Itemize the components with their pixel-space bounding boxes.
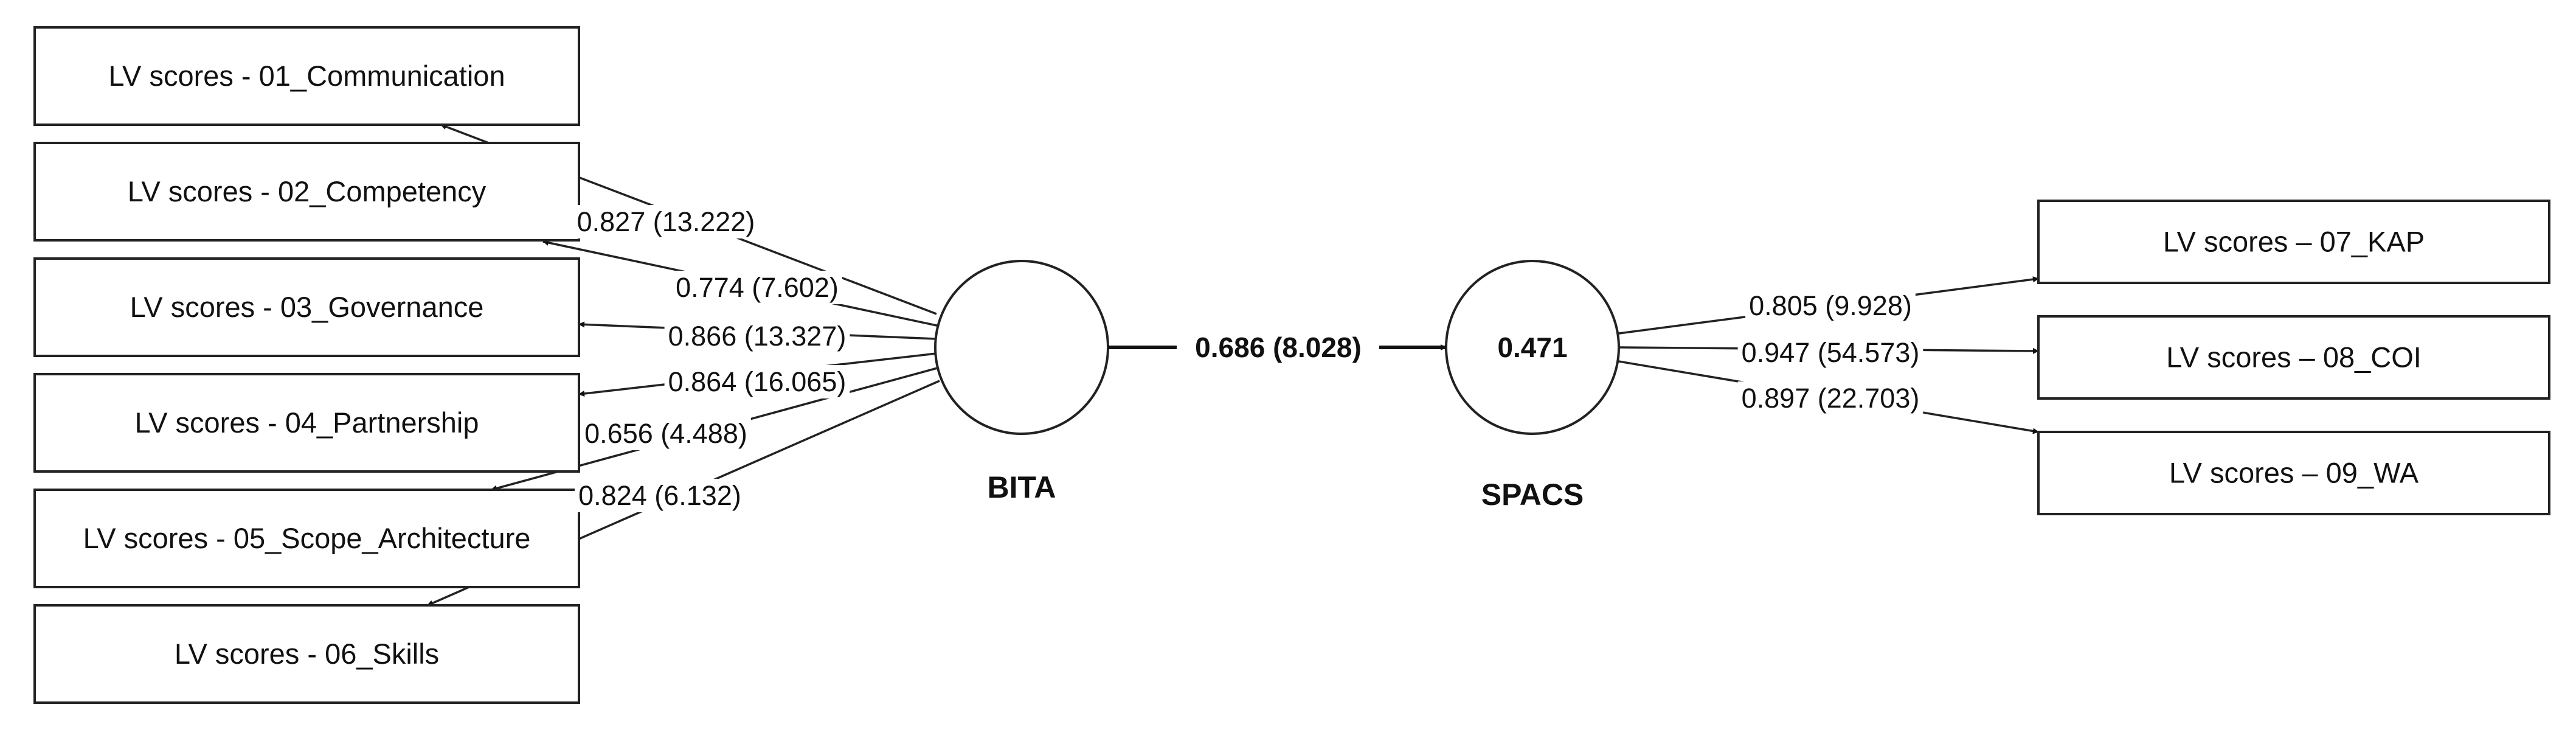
left-indicator-label-1: LV scores - 01_Communication — [108, 60, 505, 92]
edge-label-background — [672, 271, 842, 304]
left-indicator-label-5: LV scores - 05_Scope_Architecture — [83, 522, 531, 554]
edge-label-background — [664, 365, 850, 398]
right-indicator-rect-2[interactable] — [2037, 315, 2550, 400]
edge-label-background — [581, 417, 751, 450]
right-indicator-rect-3[interactable] — [2037, 431, 2550, 515]
structural-path: 0.686 (8.028) — [1108, 330, 1447, 364]
left-indicator-box-5[interactable]: LV scores - 05_Scope_Architecture — [33, 489, 580, 588]
right-indicator-label-2: LV scores – 08_COI — [2166, 341, 2422, 374]
spacs-value: 0.471 — [1497, 332, 1567, 363]
lv-node-bita[interactable]: BITA — [934, 260, 1109, 504]
left-loading-label-5: 0.656 (4.488) — [584, 418, 747, 449]
left-indicator-rect-6[interactable] — [33, 604, 580, 704]
left-indicator-box-3[interactable]: LV scores - 03_Governance — [33, 257, 580, 357]
bita-caption: BITA — [988, 470, 1056, 504]
left-loading-label-6: 0.824 (6.132) — [578, 480, 741, 511]
left-indicator-box-2[interactable]: LV scores - 02_Competency — [33, 142, 580, 242]
right-indicator-box-3[interactable]: LV scores – 09_WA — [2037, 431, 2550, 515]
left-indicator-box-4[interactable]: LV scores - 04_Partnership — [33, 373, 580, 473]
edge-label-background — [1737, 381, 1923, 415]
edge-label-background — [1737, 336, 1923, 369]
left-loading-label-1: 0.827 (13.222) — [577, 206, 755, 237]
edge-label-background — [575, 479, 745, 512]
left-loading-label-3: 0.866 (13.327) — [668, 321, 847, 352]
structural-label-background — [1191, 330, 1365, 364]
labels-layer: 0.827 (13.222) 0.774 (7.602) 0.866 (13.327… — [573, 205, 1923, 512]
right-loading-label-1: 0.805 (9.928) — [1749, 290, 1912, 321]
bita-circle[interactable] — [934, 260, 1109, 435]
right-indicator-group: LV scores – 07_KAP LV scores – 08_COI LV s… — [2037, 200, 2550, 515]
left-indicator-rect-4[interactable] — [33, 373, 580, 473]
left-indicator-group: LV scores - 01_Communication LV scores - … — [33, 26, 580, 704]
left-loading-label-2: 0.774 (7.602) — [676, 272, 839, 303]
left-indicator-rect-2[interactable] — [33, 142, 580, 242]
left-indicator-label-6: LV scores - 06_Skills — [175, 638, 439, 670]
left-loading-label-4: 0.864 (16.065) — [668, 366, 847, 397]
lv-node-spacs[interactable]: 0.471 SPACS — [1445, 260, 1620, 512]
right-loading-label-2: 0.947 (54.573) — [1742, 337, 1920, 368]
left-indicator-rect-5[interactable] — [33, 489, 580, 588]
structural-path-label: 0.686 (8.028) — [1195, 332, 1362, 363]
right-indicator-label-3: LV scores – 09_WA — [2169, 457, 2419, 489]
left-indicator-box-6[interactable]: LV scores - 06_Skills — [33, 604, 580, 704]
left-indicator-rect-3[interactable] — [33, 257, 580, 357]
edge-label-background — [1745, 289, 1916, 322]
right-indicator-box-1[interactable]: LV scores – 07_KAP — [2037, 200, 2550, 284]
left-indicator-label-3: LV scores - 03_Governance — [130, 291, 484, 323]
spacs-caption: SPACS — [1481, 478, 1584, 512]
right-indicator-box-2[interactable]: LV scores – 08_COI — [2037, 315, 2550, 400]
left-indicator-label-2: LV scores - 02_Competency — [128, 175, 486, 207]
right-loading-label-3: 0.897 (22.703) — [1742, 383, 1920, 414]
edge-label-background — [573, 205, 759, 238]
right-indicator-rect-1[interactable] — [2037, 200, 2550, 284]
right-indicator-label-1: LV scores – 07_KAP — [2163, 226, 2425, 258]
edge-label-background — [664, 319, 850, 353]
left-indicator-label-4: LV scores - 04_Partnership — [134, 406, 479, 439]
left-indicator-box-1[interactable]: LV scores - 01_Communication — [33, 26, 580, 126]
left-indicator-rect-1[interactable] — [33, 26, 580, 126]
